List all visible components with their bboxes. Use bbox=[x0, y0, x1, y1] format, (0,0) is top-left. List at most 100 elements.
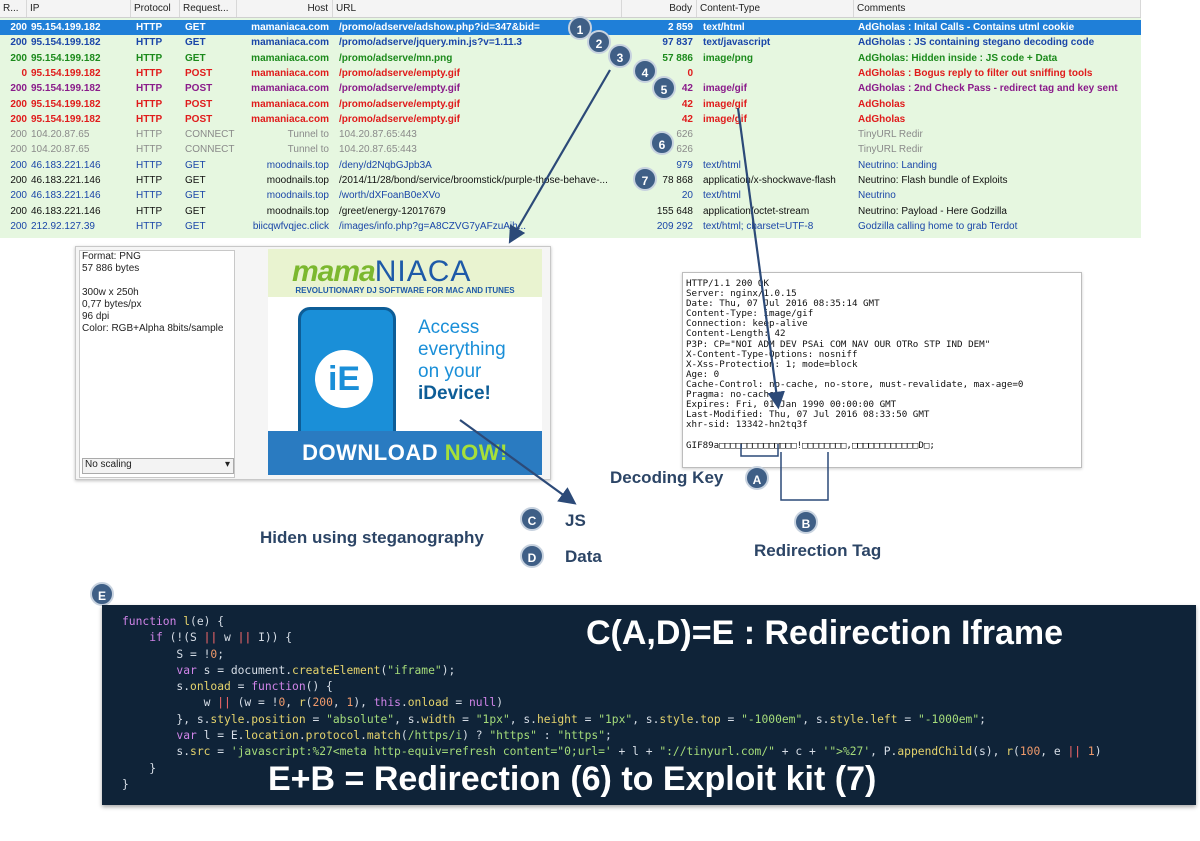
cell-method: GET bbox=[185, 52, 206, 64]
cell-host: moodnails.top bbox=[266, 190, 329, 202]
column-body[interactable]: Body bbox=[622, 0, 697, 17]
cell-comment: AdGholas : JS containing stegano decodin… bbox=[858, 37, 1095, 49]
cell-result: 200 bbox=[10, 22, 27, 33]
cell-protocol: HTTP bbox=[136, 22, 163, 33]
cell-url: /promo/adserve/empty.gif bbox=[339, 83, 460, 95]
ad-logo: mamaNIACA bbox=[292, 255, 472, 288]
caption-redirection-tag: Redirection Tag bbox=[754, 541, 882, 560]
caption-steganography: Hiden using steganography bbox=[260, 528, 484, 547]
cell-type: text/html bbox=[703, 190, 741, 202]
column-comments[interactable]: Comments bbox=[854, 0, 1141, 17]
cell-comment: AdGholas : Inital Calls - Contains utml … bbox=[858, 22, 1075, 33]
scaling-select[interactable]: No scaling ▾ bbox=[82, 458, 234, 474]
cell-host: mamaniaca.com bbox=[251, 37, 329, 49]
cell-method: POST bbox=[185, 113, 213, 125]
cell-host: moodnails.top bbox=[266, 205, 329, 217]
cell-comment: Neutrino bbox=[858, 190, 896, 202]
cell-result: 200 bbox=[10, 175, 27, 186]
scaling-value: No scaling bbox=[85, 459, 132, 470]
cell-url: /2014/11/28/bond/service/broomstick/purp… bbox=[339, 175, 608, 186]
cell-body: 626 bbox=[676, 144, 693, 156]
column-host[interactable]: Host bbox=[237, 0, 333, 17]
chevron-down-icon: ▾ bbox=[224, 459, 230, 470]
cell-body: 979 bbox=[676, 159, 693, 171]
callout-4: 4 bbox=[633, 59, 657, 83]
cell-result: 200 bbox=[10, 98, 27, 110]
cell-protocol: HTTP bbox=[136, 205, 163, 217]
cell-result: 200 bbox=[10, 113, 27, 125]
info-color: Color: RGB+Alpha 8bits/sample bbox=[82, 323, 224, 334]
ad-banner-image: mamaNIACA REVOLUTIONARY DJ SOFTWARE FOR … bbox=[268, 249, 542, 475]
cell-url: 104.20.87.65:443 bbox=[339, 144, 417, 156]
callout-3: 3 bbox=[608, 44, 632, 68]
cell-ip: 104.20.87.65 bbox=[31, 129, 90, 141]
cell-ip: 46.183.221.146 bbox=[31, 190, 101, 202]
cell-comment: TinyURL Redir bbox=[858, 144, 923, 156]
cell-protocol: HTTP bbox=[136, 113, 163, 125]
cell-method: CONNECT bbox=[185, 129, 235, 141]
cell-method: GET bbox=[185, 190, 206, 202]
equation-redirection-exploit-kit: E+B = Redirection (6) to Exploit kit (7) bbox=[268, 760, 877, 798]
column-url[interactable]: URL bbox=[333, 0, 622, 17]
cell-host: biicqwfvqjec.click bbox=[252, 220, 329, 232]
cell-url: /promo/adserve/mn.png bbox=[339, 52, 453, 64]
cell-body: 155 648 bbox=[656, 205, 693, 217]
cell-result: 200 bbox=[10, 129, 27, 141]
cell-url: /greet/energy-12017679 bbox=[339, 205, 446, 217]
callout-7: 7 bbox=[633, 167, 657, 191]
cell-comment: Neutrino: Landing bbox=[858, 159, 937, 171]
cell-type: text/html bbox=[703, 22, 745, 33]
cell-protocol: HTTP bbox=[136, 144, 163, 156]
cell-url: /promo/adserve/jquery.min.js?v=1.11.3 bbox=[339, 37, 522, 49]
column-protocol[interactable]: Protocol bbox=[131, 0, 180, 17]
cell-method: GET bbox=[185, 205, 206, 217]
cell-ip: 95.154.199.182 bbox=[31, 22, 101, 33]
cell-host: moodnails.top bbox=[266, 159, 329, 171]
cell-host: mamaniaca.com bbox=[251, 67, 329, 79]
cell-type: text/html; charset=UTF-8 bbox=[703, 220, 814, 232]
cell-result: 200 bbox=[10, 83, 27, 95]
cell-method: GET bbox=[185, 175, 206, 186]
callout-6: 6 bbox=[650, 131, 674, 155]
cell-host: moodnails.top bbox=[266, 175, 329, 186]
cell-host: Tunnel to bbox=[287, 144, 329, 156]
cell-body: 626 bbox=[676, 129, 693, 141]
cell-url: /worth/dXFoanB0eXVo bbox=[339, 190, 441, 202]
code-panel: function l(e) { if (!(S || w || I)) { S … bbox=[102, 605, 1196, 805]
cell-method: GET bbox=[185, 220, 206, 232]
caption-js: JS bbox=[565, 511, 586, 530]
cell-url: /promo/adserve/empty.gif bbox=[339, 67, 460, 79]
cell-comment: AdGholas bbox=[858, 113, 906, 125]
cell-type: application/octet-stream bbox=[703, 205, 810, 217]
column-result[interactable]: R... bbox=[0, 0, 27, 17]
cell-ip: 95.154.199.182 bbox=[31, 67, 101, 79]
cell-comment: Godzilla calling home to grab Terdot bbox=[858, 220, 1018, 232]
callout-5: 5 bbox=[652, 76, 676, 100]
table-header: R... IP Protocol Request... Host URL Bod… bbox=[0, 0, 1141, 18]
column-request[interactable]: Request... bbox=[180, 0, 237, 17]
cell-result: 200 bbox=[10, 52, 27, 64]
cell-url: /images/info.php?g=A8CZVG7yAFzuAjh... bbox=[339, 220, 527, 232]
ad-copy-line: iDevice! bbox=[418, 383, 491, 404]
column-content-type[interactable]: Content-Type bbox=[697, 0, 854, 17]
cell-protocol: HTTP bbox=[136, 175, 163, 186]
column-ip[interactable]: IP bbox=[27, 0, 131, 17]
http-response-view: HTTP/1.1 200 OK Server: nginx/1.0.15 Dat… bbox=[682, 272, 1082, 468]
cell-url: /deny/d2NqbGJpb3A bbox=[339, 159, 432, 171]
ad-tagline: REVOLUTIONARY DJ SOFTWARE FOR MAC AND IT… bbox=[295, 286, 515, 295]
cell-protocol: HTTP bbox=[136, 37, 163, 49]
cell-body: 78 868 bbox=[662, 175, 693, 186]
